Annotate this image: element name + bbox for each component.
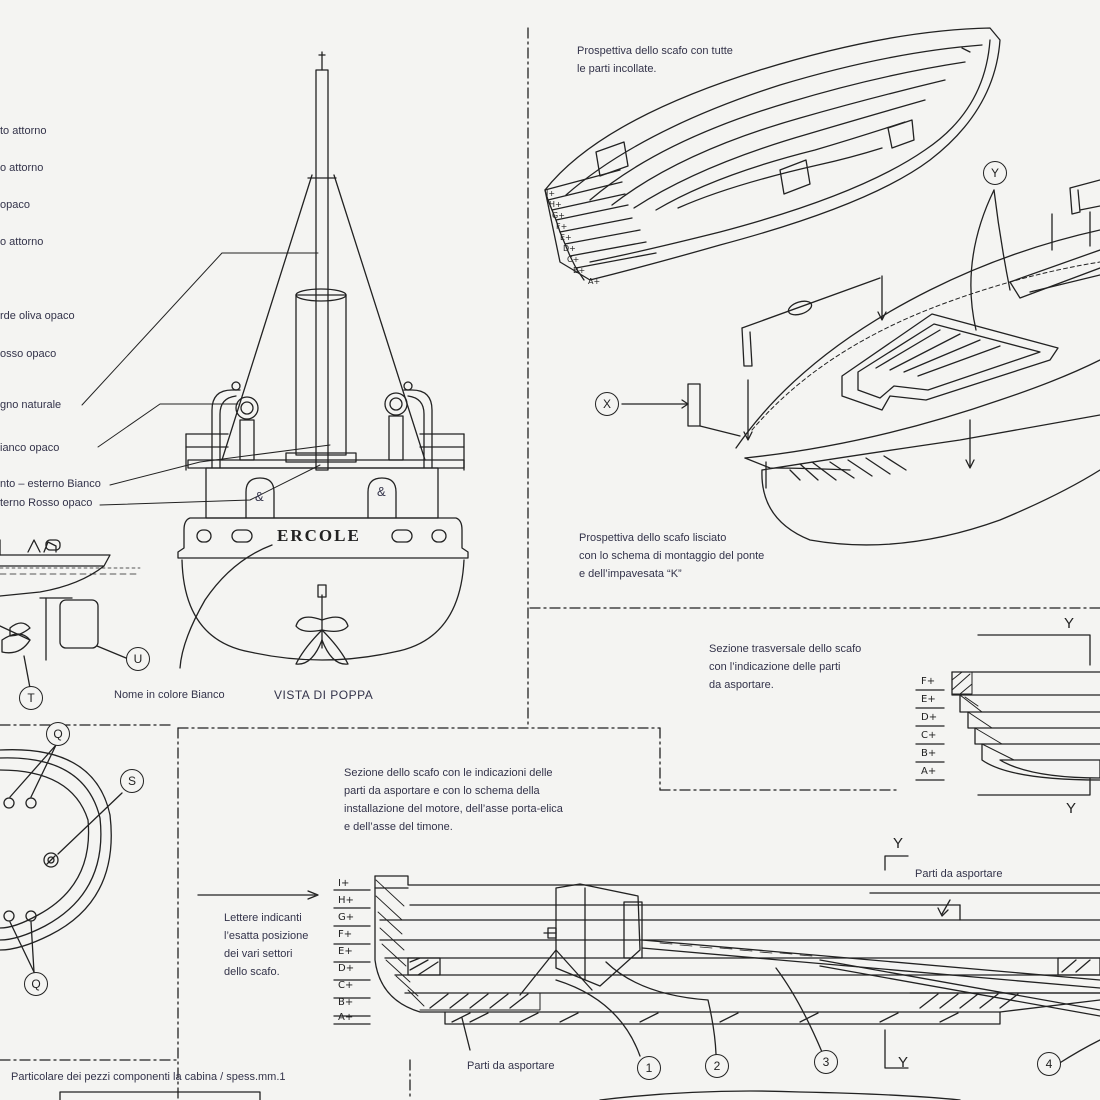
callout-1: 1 — [637, 1056, 661, 1080]
layer-letter: G+ — [338, 912, 355, 923]
color-legend-item: nto – esterno Bianco — [0, 478, 101, 490]
layer-letter: I+ — [338, 878, 350, 889]
layer-letter: C+ — [567, 255, 580, 264]
section-mark-y: Y — [898, 1054, 909, 1071]
layer-letter: B+ — [921, 748, 937, 759]
layer-letter: F+ — [921, 676, 936, 687]
layer-letter: E+ — [560, 233, 572, 242]
partial-side-view — [0, 539, 141, 689]
callout-q-top: Q — [46, 722, 70, 746]
layer-letter: D+ — [338, 963, 355, 974]
color-legend-item: ianco opaco — [0, 442, 60, 454]
layer-letter: F+ — [556, 222, 568, 231]
color-legend-item: rde oliva opaco — [0, 310, 75, 322]
hull-perspective-glued — [544, 27, 1001, 281]
callout-3: 3 — [814, 1050, 838, 1074]
layer-letter: C+ — [338, 980, 354, 991]
callout-q-bottom: Q — [24, 972, 48, 996]
name-color-note: Nome in colore Bianco — [114, 689, 225, 701]
section-mark-y: Y — [1066, 800, 1077, 817]
color-legend-item: osso opaco — [0, 348, 57, 360]
layer-letter: B+ — [573, 266, 586, 275]
layer-letter: E+ — [921, 694, 936, 705]
panel-dividers — [0, 27, 1100, 1100]
layer-letter: G+ — [552, 211, 565, 220]
bottom-strip — [59, 1090, 961, 1100]
callout-u: U — [126, 647, 150, 671]
boat-name: ERCOLE — [277, 526, 361, 545]
layer-letter: C+ — [921, 730, 937, 741]
callout-4: 4 — [1037, 1052, 1061, 1076]
layer-letter: I+ — [546, 189, 556, 198]
stern-view-caption: VISTA DI POPPA — [274, 688, 374, 702]
layer-letter: A+ — [338, 1012, 354, 1023]
layer-letter: F+ — [338, 929, 353, 940]
layer-letter: A+ — [588, 277, 601, 286]
color-legend-item: opaco — [0, 199, 30, 211]
cabin-roof-plan — [0, 744, 123, 973]
legend-leaders — [81, 252, 331, 506]
layer-letter: H+ — [338, 895, 354, 906]
callout-2: 2 — [705, 1054, 729, 1078]
layer-letter: D+ — [563, 244, 576, 253]
callout-s: S — [120, 769, 144, 793]
section-mark-y: Y — [893, 835, 904, 852]
layer-letter: D+ — [921, 712, 938, 723]
layer-letter: E+ — [338, 946, 353, 957]
hull-perspective-smoothed — [621, 179, 1100, 546]
color-legend-item: terno Rosso opaco — [0, 497, 93, 509]
ampersand-right: & — [377, 484, 386, 499]
ampersand-left: & — [255, 489, 264, 504]
section-mark-y: Y — [1064, 615, 1075, 632]
color-legend-item: to attorno — [0, 125, 47, 137]
layer-letter: H+ — [549, 200, 562, 209]
longitudinal-section — [197, 855, 1100, 1069]
color-legend-item: o attorno — [0, 236, 44, 248]
hull-section-caption: Sezione dello scafo con le indicazioni d… — [344, 767, 563, 833]
callout-t: T — [19, 686, 43, 710]
cabin-detail-caption: Particolare dei pezzi componenti la cabi… — [11, 1071, 286, 1083]
callout-x: X — [595, 392, 619, 416]
parts-remove-label-top: Parti da asportare — [915, 868, 1003, 880]
parts-remove-label-bottom: Parti da asportare — [467, 1060, 555, 1072]
callout-y: Y — [983, 161, 1007, 185]
layer-letter: B+ — [338, 997, 354, 1008]
color-legend-item: o attorno — [0, 162, 44, 174]
layer-letter: A+ — [921, 766, 937, 777]
transverse-section — [915, 634, 1100, 796]
color-legend-item: gno naturale — [0, 399, 62, 411]
stern-view — [177, 51, 469, 669]
